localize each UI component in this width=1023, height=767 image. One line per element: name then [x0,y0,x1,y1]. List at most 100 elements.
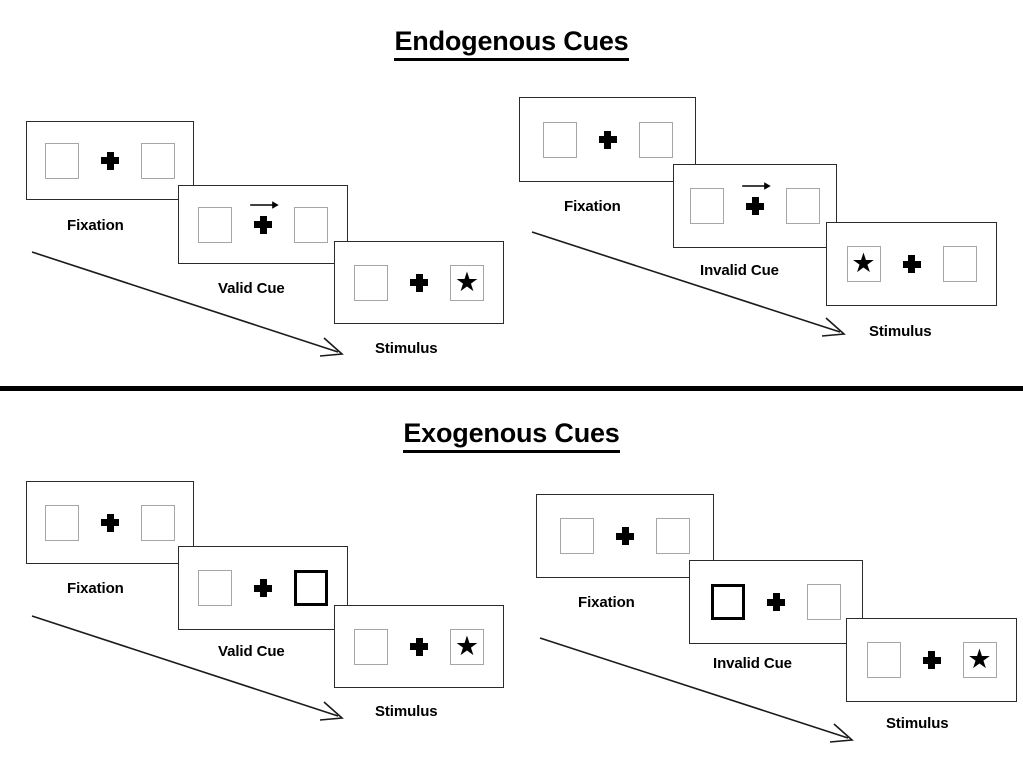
panel-content: ★ [335,606,503,687]
cue-row [198,570,328,606]
time-arrow-endogenous-valid [31,251,344,357]
fixation-cross-icon [410,637,428,656]
target-star-icon: ★ [454,630,480,662]
stage-label-endo-valid-fixation: Fixation [67,217,124,234]
stage-label-endo-invalid-fixation: Fixation [564,198,621,215]
cue-row [690,182,820,224]
panel-exogenous-valid-fixation [26,481,194,564]
right-box [638,121,673,158]
fixation-cross-icon [902,255,921,273]
cue-row [45,504,175,541]
cue-row [45,142,175,179]
stage-label-endo-valid-stimulus: Stimulus [375,340,438,357]
arrow-right-cue-icon [742,182,771,190]
panel-exogenous-valid-cue [178,546,348,630]
fixation-cross-icon [922,651,941,669]
left-box: ★ [846,246,881,282]
target-star-icon: ★ [454,266,480,298]
panel-endogenous-invalid-stimulus: ★ [826,222,997,306]
left-box [45,142,79,179]
left-box [198,206,232,243]
target-star-icon: ★ [851,248,876,279]
stage-label-endo-valid-cue: Valid Cue [218,280,285,297]
box-gap [272,224,294,225]
time-arrow-exogenous-valid [31,615,344,721]
right-box: ★ [962,642,997,678]
fixation-cross-icon [254,579,272,597]
stage-label-exo-valid-fixation: Fixation [67,580,124,597]
left-box-cued [711,584,745,620]
box-gap [921,264,943,265]
panel-content [690,561,862,643]
box-gap [232,588,254,589]
panel-endogenous-valid-fixation [26,121,194,200]
box-gap [941,660,963,661]
fixation-cross-icon [616,527,634,545]
cue-row [542,121,673,158]
panel-exogenous-valid-stimulus: ★ [334,605,504,688]
box-gap [428,646,450,647]
stage-label-exo-invalid-fixation: Fixation [578,594,635,611]
box-gap [594,536,616,537]
panel-endogenous-invalid-cue [673,164,837,248]
panel-exogenous-invalid-fixation [536,494,714,578]
right-box: ★ [450,628,484,665]
left-box [198,570,232,606]
panel-content: ★ [827,223,996,305]
right-box [141,504,175,541]
cue-row: ★ [846,246,977,282]
fixation-cross-icon [598,130,617,149]
box-gap [785,602,807,603]
box-gap [428,282,450,283]
panel-content [537,495,713,577]
box-gap [724,206,746,207]
fixation-cross-icon [767,593,785,611]
fixation-cross-icon [410,273,428,292]
box-gap [119,160,141,161]
panel-content: ★ [335,242,503,323]
stage-label-exo-valid-cue: Valid Cue [218,643,285,660]
right-box [942,246,977,282]
cue-row [198,200,328,243]
left-box [866,642,901,678]
box-gap [388,646,410,647]
box-gap [232,224,254,225]
panel-exogenous-invalid-stimulus: ★ [846,618,1017,702]
time-arrow-exogenous-invalid [539,637,854,743]
fixation-cross-icon [250,200,279,234]
time-arrow-endogenous-invalid [531,231,846,337]
panel-endogenous-valid-cue [178,185,348,264]
right-box [141,142,175,179]
right-box [294,206,328,243]
target-star-icon: ★ [967,644,992,675]
fixation-cross-icon [101,151,119,170]
panel-content [179,547,347,629]
cue-row: ★ [866,642,997,678]
section-title-endogenous-text: Endogenous Cues [394,26,629,61]
box-gap [617,139,639,140]
stage-label-exo-invalid-cue: Invalid Cue [713,655,792,672]
left-box [354,628,388,665]
stage-label-exo-valid-stimulus: Stimulus [375,703,438,720]
panel-content [674,165,836,247]
cue-row [711,584,841,620]
left-box [560,518,594,554]
panel-endogenous-invalid-fixation [519,97,696,182]
box-gap [881,264,903,265]
panel-content [520,98,695,181]
arrow-right-cue-icon [250,200,279,209]
right-box: ★ [450,264,484,301]
box-gap [272,588,294,589]
box-gap [764,206,786,207]
panel-content [27,482,193,563]
section-title-exogenous-text: Exogenous Cues [403,418,620,453]
box-gap [745,602,767,603]
box-gap [119,522,141,523]
panel-content [27,122,193,199]
stage-label-endo-invalid-stimulus: Stimulus [869,323,932,340]
right-box [807,584,841,620]
left-box [690,188,724,224]
box-gap [634,536,656,537]
panel-content: ★ [847,619,1016,701]
